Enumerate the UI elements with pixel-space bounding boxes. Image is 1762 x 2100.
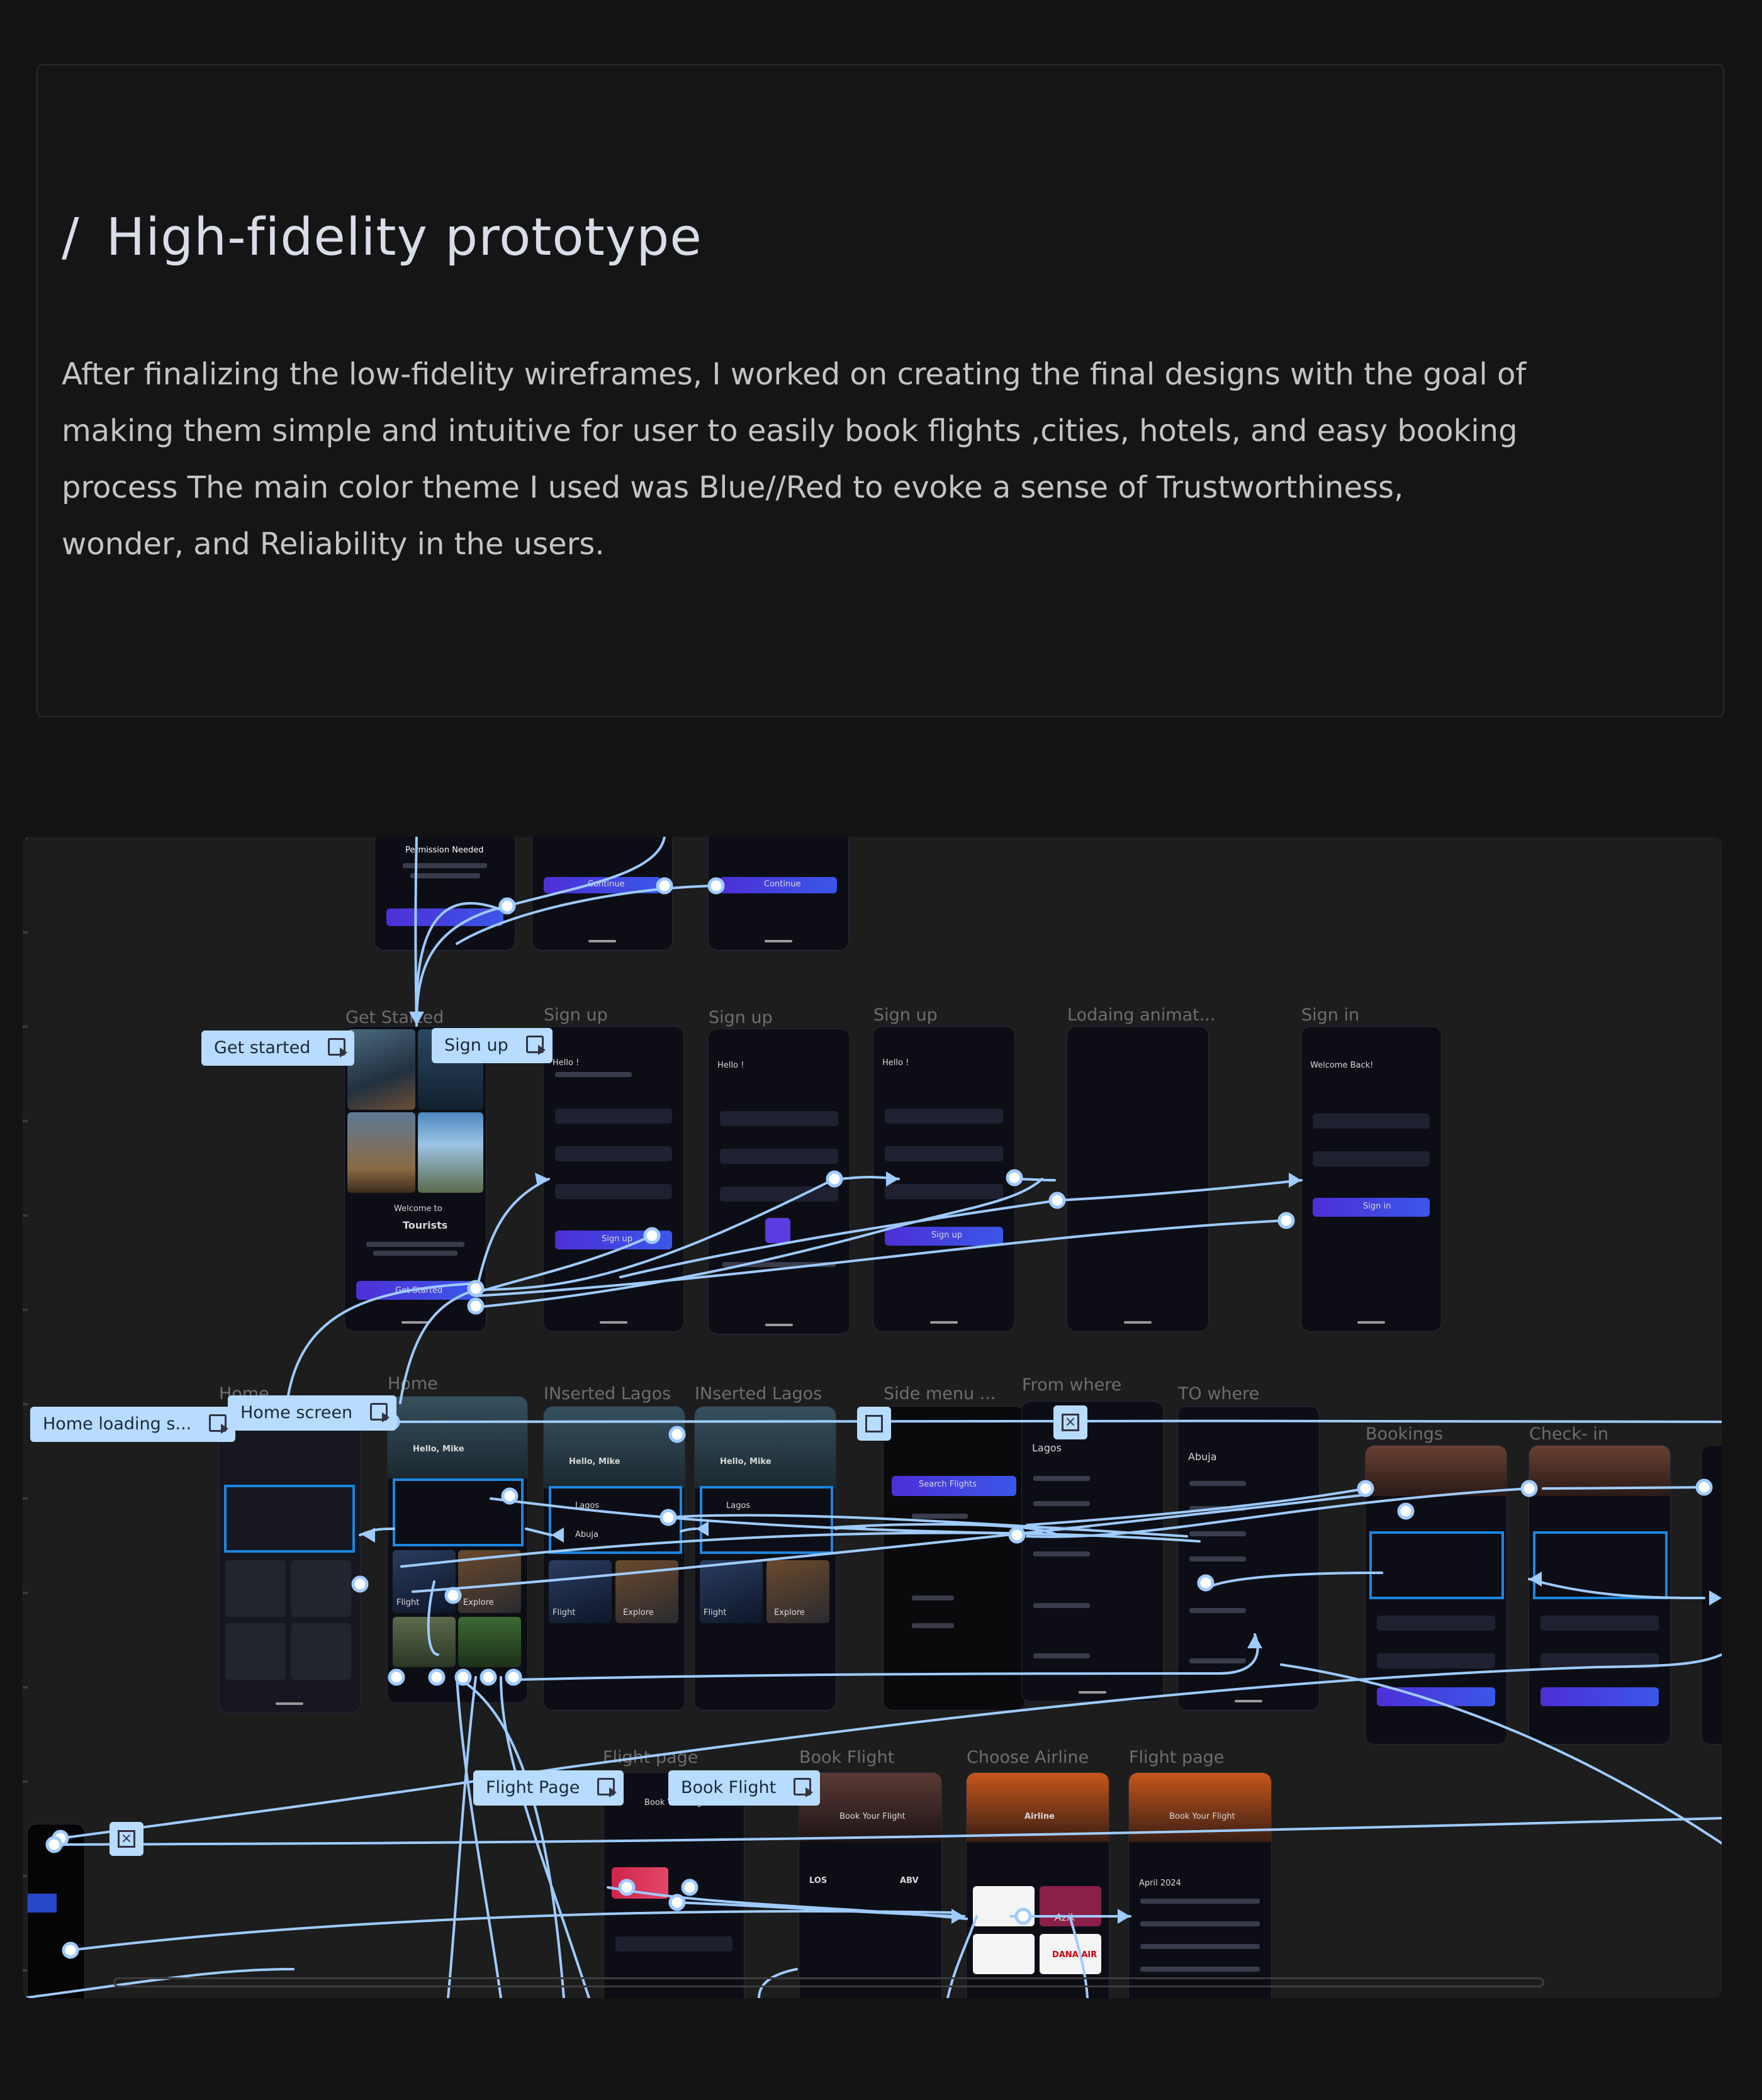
airline-header: Airline [1024,1812,1055,1821]
sign-up-screen-3: Hello ! Sign up [873,1027,1014,1331]
welcome-to: Welcome to [394,1204,442,1214]
overlay-close-chip-2[interactable]: × [1053,1405,1087,1439]
search-flights-item: Search Flights [919,1480,977,1489]
sign-up-btn-3: Sign up [931,1231,962,1240]
inserted-lagos-screen-2: Hello, Mike Lagos Flight Explore [695,1407,836,1710]
flow-label-home-loading-text: Home loading s... [43,1414,192,1434]
calendar-month: April 2024 [1139,1879,1181,1888]
overlay-icon [865,1415,883,1433]
to-where-screen: Abuja [1178,1407,1319,1710]
side-menu-screen: Search Flights [884,1407,1024,1710]
permission-title: Permission Needed [405,846,484,855]
frame-title-sign-in: Sign in [1301,1005,1360,1025]
sign-in-btn: Sign in [1363,1202,1391,1211]
hello-mike-2: Hello, Mike [569,1457,620,1466]
inserted-lagos-screen-1: Hello, Mike Lagos Abuja Flight Explore [544,1407,685,1710]
book-your-flight-2: Book Your Flight [839,1812,906,1821]
flow-label-flight-page-text: Flight Page [486,1778,580,1797]
lagos-2: Lagos [726,1501,751,1511]
overlay-close-chip-3[interactable]: × [109,1822,143,1856]
play-flow-icon [597,1778,617,1797]
title-text: High-fidelity prototype [106,208,702,267]
frame-title-sign-up-3: Sign up [873,1005,938,1025]
frame-title-sign-up-1: Sign up [544,1005,608,1025]
book-flight-screen: Book Your Flight LOS ABV [799,1773,941,1998]
flow-label-home-screen[interactable]: Home screen [228,1395,397,1431]
loading-screen [1067,1027,1208,1331]
flow-label-get-started-text: Get started [214,1038,311,1058]
flow-label-flight-page[interactable]: Flight Page [473,1770,624,1806]
home-loading-screen [219,1409,360,1712]
prototype-canvas[interactable]: Permission Needed Continue Continue Get … [23,837,1722,1998]
explore-tile-1: Explore [463,1598,494,1607]
flow-label-book-flight[interactable]: Book Flight [668,1770,821,1806]
close-icon: × [1062,1414,1079,1431]
destination-code: ABV [900,1876,919,1885]
origin-code: LOS [809,1876,828,1885]
intro-card [36,64,1724,717]
frame-title-home-2: Home [388,1374,438,1393]
explore-tile-2: Explore [623,1608,654,1617]
frame-title-sign-up-2: Sign up [709,1008,773,1027]
frame-title-inserted-1: INserted Lagos [544,1384,671,1404]
hello-3: Hello ! [882,1058,909,1068]
frame-title-flight-page-2: Flight page [1129,1748,1225,1767]
flight-tile-3: Flight [704,1608,727,1617]
title-slash: / [62,208,80,267]
flight-tile-2: Flight [553,1608,576,1617]
canvas-horizontal-scrollbar[interactable] [113,1977,1544,1987]
play-flow-icon [209,1414,229,1434]
home-screen: Hello, Mike Flight Explore [388,1397,527,1702]
flow-label-sign-up[interactable]: Sign up [432,1028,553,1063]
sign-up-btn-1: Sign up [602,1234,632,1244]
welcome-back: Welcome Back! [1310,1061,1374,1070]
hello-1: Hello ! [553,1058,580,1068]
play-flow-icon [370,1403,390,1422]
dana-logo: DANA AIR [1052,1950,1097,1960]
section-title: / High-fidelity prototype [62,208,702,267]
from-lagos: Lagos [1032,1442,1062,1454]
choose-airline-screen: Airline Azik DANA AIR [967,1773,1109,1998]
flight-tile-1: Flight [396,1598,420,1607]
section-description: After finalizing the low-fidelity wirefr… [62,357,1527,562]
sign-in-screen: Welcome Back! Sign in [1301,1027,1441,1331]
play-flow-icon [328,1038,348,1058]
frame-title-check-in: Check- in [1529,1424,1608,1444]
frame-title-inserted-2: INserted Lagos [695,1384,822,1404]
play-flow-icon [794,1778,814,1797]
to-abuja: Abuja [1188,1451,1217,1463]
flow-label-book-flight-text: Book Flight [681,1778,777,1797]
frame-title-from-where: From where [1022,1375,1122,1395]
frame-title-bookings: Bookings [1366,1424,1444,1444]
frame-title-choose-airline: Choose Airline [967,1748,1089,1767]
get-started-screen: Welcome to Tourists Get Started [345,1027,486,1331]
hello-mike-3: Hello, Mike [720,1457,772,1466]
frame-title-side-menu: Side menu ... [884,1384,996,1404]
hello-mike-1: Hello, Mike [413,1444,464,1454]
from-where-screen: Lagos [1022,1402,1163,1701]
frame-title-to-where: TO where [1178,1384,1260,1404]
brand-tourists: Tourists [403,1219,448,1231]
flow-label-sign-up-text: Sign up [444,1036,508,1055]
book-your-flight-3: Book Your Flight [1169,1812,1235,1821]
play-flow-icon [525,1036,546,1055]
explore-tile-3: Explore [774,1608,805,1617]
left-partial-screen [28,1824,84,1998]
flow-label-home-screen-text: Home screen [240,1403,353,1422]
overlay-close-chip-1[interactable] [857,1407,891,1441]
canvas-ruler [23,837,28,1998]
abuja-1: Abuja [575,1530,598,1539]
frame-title-book-flight: Book Flight [799,1748,895,1767]
frame-title-get-started: Get Started [345,1008,444,1027]
sign-up-screen-2: Hello ! [709,1029,850,1334]
hello-2: Hello ! [717,1061,744,1070]
flow-label-home-loading[interactable]: Home loading s... [30,1407,236,1442]
flow-label-get-started[interactable]: Get started [201,1030,355,1066]
close-icon: × [118,1830,135,1848]
continue-label-2: Continue [764,880,801,889]
prototype-connections [23,837,1722,1998]
frame-title-loading: Lodaing animat... [1067,1005,1216,1025]
continue-screen-2: Continue [709,837,848,950]
